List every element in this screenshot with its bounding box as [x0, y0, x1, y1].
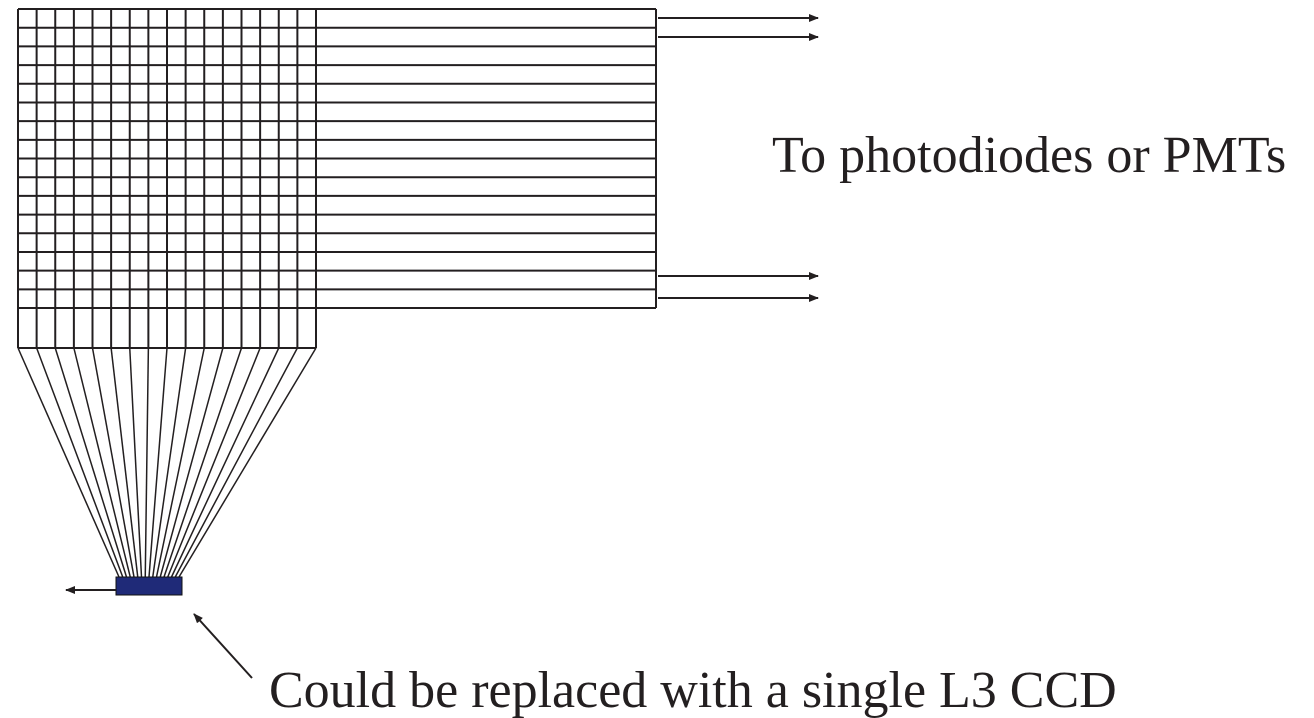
- diagonal-pointer-arrow-icon: [193, 613, 253, 679]
- ccd-replacement-label: Could be replaced with a single L3 CCD: [269, 662, 1117, 718]
- fan-in-fiber: [170, 347, 280, 578]
- fan-in-fiber: [159, 347, 224, 578]
- fiber-fan-in: [17, 347, 317, 578]
- fan-in-fiber: [174, 347, 299, 578]
- readout-target-label: To photodiodes or PMTs: [772, 127, 1286, 184]
- output-arrows: [658, 14, 819, 302]
- fan-in-fiber: [152, 347, 187, 578]
- fan-in-fiber: [167, 347, 261, 578]
- fiber-grid: [17, 9, 317, 349]
- fan-in-fiber: [54, 347, 128, 578]
- fan-in-fiber: [178, 347, 317, 578]
- fan-in-fiber: [35, 347, 124, 578]
- fan-in-fiber: [148, 347, 168, 578]
- fan-in-fiber: [163, 347, 243, 578]
- fan-in-fiber: [91, 347, 135, 578]
- fan-in-fiber: [155, 347, 205, 578]
- fan-in-fiber: [110, 347, 139, 578]
- horizontal-fiber-bundles: [18, 8, 657, 309]
- fan-in-fiber: [73, 347, 131, 578]
- fan-in-fiber: [129, 347, 143, 578]
- fan-in-fiber: [144, 347, 150, 578]
- fan-in-fiber: [17, 347, 120, 578]
- ccd-sensor: [115, 576, 183, 596]
